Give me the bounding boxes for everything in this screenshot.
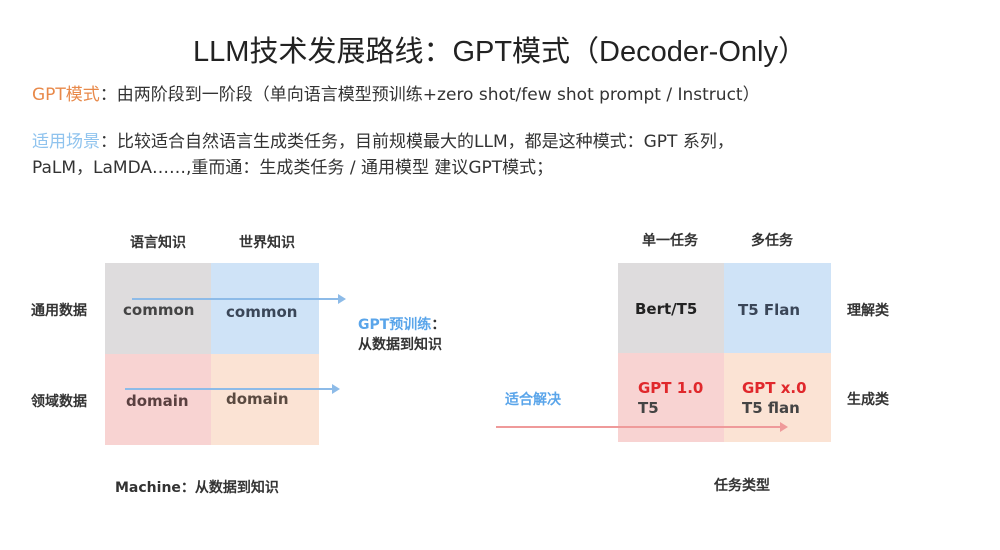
suitable-for-label: 适合解决 <box>505 392 561 408</box>
cell-text: GPT x.0 <box>742 379 807 397</box>
gpt-pretrain-label: GPT预训练： <box>358 314 445 334</box>
left-caption: Machine：从数据到知识 <box>115 480 279 496</box>
cell-text: domain <box>226 390 289 408</box>
col-header-single-task: 单一任务 <box>642 233 698 249</box>
cell-t5-flan: T5 Flan <box>724 263 831 353</box>
slide-title: LLM技术发展路线：GPT模式（Decoder-Only） <box>193 36 807 68</box>
cell-common-world: common <box>211 263 319 354</box>
cell-text: domain <box>126 392 189 410</box>
gpt-mode-line: GPT模式：由两阶段到一阶段（单向语言模型预训练+zero shot/few s… <box>32 80 760 105</box>
cell-domain-world: domain <box>211 354 319 445</box>
cell-common-language: common <box>105 263 211 354</box>
cell-text: common <box>226 303 298 321</box>
cell-text: Bert/T5 <box>635 300 698 318</box>
col-header-multi-task: 多任务 <box>751 233 793 249</box>
data-to-knowledge-label: 从数据到知识 <box>358 337 442 353</box>
right-caption: 任务类型 <box>714 478 770 494</box>
use-case-line-2: PaLM，LaMDA……,重而通：生成类任务 / 通用模型 建议GPT模式； <box>32 158 554 178</box>
cell-gpt1-t5: GPT 1.0 T5 <box>618 353 724 442</box>
use-case-label: 适用场景 <box>32 132 100 152</box>
gpt-mode-text: ：由两阶段到一阶段（单向语言模型预训练+zero shot/few shot p… <box>99 85 760 105</box>
gpt-mode-label: GPT模式 <box>32 85 100 105</box>
cell-text: GPT 1.0 <box>638 379 704 397</box>
row-header-generation: 生成类 <box>847 392 889 408</box>
row-header-understanding: 理解类 <box>847 303 889 319</box>
cell-text: common <box>123 301 195 319</box>
cell-gptx-t5flan: GPT x.0 T5 flan <box>724 353 831 442</box>
arrow-right-icon <box>132 294 346 304</box>
cell-subtext: T5 <box>638 399 659 417</box>
cell-bert-t5: Bert/T5 <box>618 263 724 353</box>
col-header-world-knowledge: 世界知识 <box>239 235 295 251</box>
gpt-pretrain-text: GPT预训练 <box>358 317 432 333</box>
use-case-line: 适用场景：比较适合自然语言生成类任务，目前规模最大的LLM，都是这种模式：GPT… <box>32 127 734 152</box>
cell-subtext: T5 flan <box>742 399 800 417</box>
col-header-language-knowledge: 语言知识 <box>130 235 186 251</box>
colon: ： <box>431 317 446 333</box>
arrow-right-icon <box>125 384 340 394</box>
use-case-text: ：比较适合自然语言生成类任务，目前规模最大的LLM，都是这种模式：GPT 系列， <box>100 132 734 152</box>
row-header-domain-data: 领域数据 <box>31 394 87 410</box>
cell-text: T5 Flan <box>738 301 801 319</box>
row-header-general-data: 通用数据 <box>31 303 87 319</box>
arrow-right-icon <box>496 422 788 432</box>
cell-domain-language: domain <box>105 354 211 445</box>
